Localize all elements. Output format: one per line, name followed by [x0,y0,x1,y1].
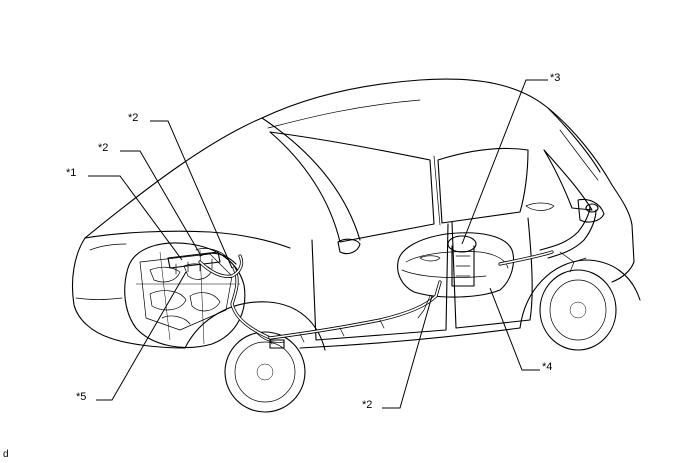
car-body [71,78,641,351]
callout-3-label: *3 [550,72,561,84]
front-wheel [224,331,306,413]
callout-1-label: *1 [66,167,77,179]
callout-5-label: *5 [76,391,87,403]
callout-4-label: *4 [542,361,553,373]
engine-assembly [124,242,246,349]
callout-2-label: *2 [362,399,373,411]
figure-code: d [3,449,9,460]
fuel-tank [397,203,599,298]
rear-wheel [539,269,617,351]
fuel-lines [198,254,442,349]
callout-2-label: *2 [128,112,139,124]
leader-lines [88,79,548,409]
callout-2-label: *2 [98,142,109,154]
